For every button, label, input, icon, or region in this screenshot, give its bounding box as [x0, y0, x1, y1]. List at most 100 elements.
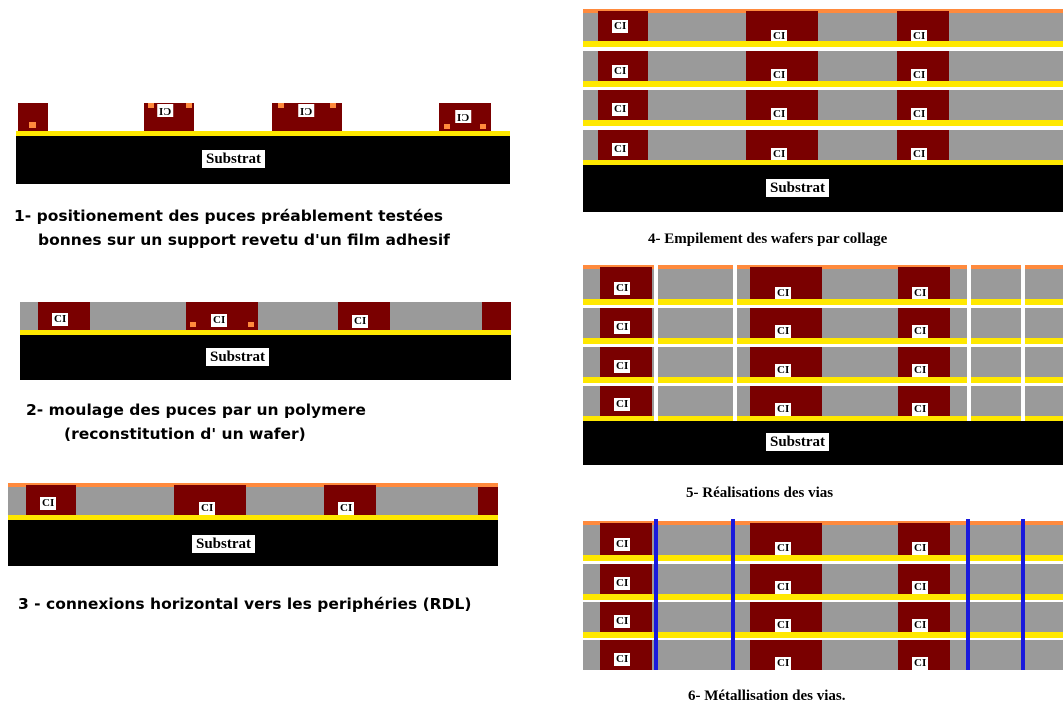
chip-label: CI [298, 104, 315, 117]
chip-label: CI [52, 313, 69, 326]
chip-label: CI [614, 577, 631, 590]
adhesive-film [583, 81, 1063, 87]
pad [190, 322, 196, 327]
polymer-layer [583, 525, 1063, 555]
adhesive-film [583, 594, 1063, 600]
polymer-layer [583, 640, 1063, 670]
polymer-layer [583, 90, 1063, 120]
chip-label: CI [775, 657, 792, 670]
chip-label: CI [775, 403, 792, 416]
polymer-layer [583, 308, 1063, 338]
pad [186, 103, 192, 108]
adhesive-film [583, 338, 1063, 344]
via-hole [654, 265, 658, 421]
pad [148, 103, 154, 108]
substrate-label: Substrat [202, 150, 266, 168]
step-3-caption: 3 - connexions horizontal vers les perip… [18, 595, 472, 613]
chip-label: CI [614, 538, 631, 551]
chip-label: CI [911, 148, 928, 161]
chip-label: CI [771, 148, 788, 161]
chip-label: CI [912, 542, 929, 555]
chip-label: CI [614, 360, 631, 373]
metal-via [654, 519, 658, 670]
chip-label: CI [771, 30, 788, 43]
adhesive-film [16, 131, 510, 136]
chip-label: CI [912, 581, 929, 594]
via-hole [733, 265, 737, 421]
chip-label: CI [775, 581, 792, 594]
chip-label: CI [912, 287, 929, 300]
chip-label: CI [612, 20, 629, 33]
chip-label: CI [211, 314, 228, 327]
polymer-layer [583, 130, 1063, 160]
chip-label: CI [911, 69, 928, 82]
step-5-caption: 5- Réalisations des vias [686, 485, 834, 501]
rdl-layer [583, 265, 1063, 269]
pad [278, 103, 284, 108]
chip-label: CI [912, 619, 929, 632]
adhesive-film [583, 416, 1063, 421]
adhesive-film [583, 41, 1063, 47]
adhesive-film [583, 555, 1063, 561]
substrate-label: Substrat [206, 348, 270, 366]
chip-label: CI [455, 110, 472, 123]
chip-label: CI [775, 619, 792, 632]
adhesive-film [20, 330, 511, 335]
chip-label: CI [912, 657, 929, 670]
chip-label: CI [775, 542, 792, 555]
chip-label: CI [771, 108, 788, 121]
pad [248, 322, 254, 327]
chip [482, 302, 511, 330]
chip-label: CI [199, 502, 216, 515]
chip-label: CI [911, 108, 928, 121]
chip-label: CI [614, 321, 631, 334]
chip-label: CI [338, 502, 355, 515]
chip-label: CI [775, 325, 792, 338]
chip-label: CI [612, 65, 629, 78]
chip-label: CI [40, 497, 57, 510]
polymer-layer [583, 602, 1063, 632]
rdl-layer [8, 483, 498, 487]
pad [330, 103, 336, 108]
step-1-caption: 1- positionement des puces préablement t… [14, 207, 450, 249]
chip-label: CI [614, 398, 631, 411]
substrate-label: Substrat [192, 535, 256, 553]
metal-via [731, 519, 735, 670]
via-hole [1021, 265, 1025, 421]
chip-label: CI [352, 315, 369, 328]
pad [29, 122, 36, 128]
chip-label: CI [912, 364, 929, 377]
chip-label: CI [614, 282, 631, 295]
pad [480, 124, 486, 129]
polymer-layer [583, 269, 1063, 299]
chip-label: CI [157, 104, 174, 117]
polymer-layer [583, 564, 1063, 594]
step-2-caption: 2- moulage des puces par un polymere (re… [26, 401, 366, 443]
chip-label: CI [771, 69, 788, 82]
adhesive-film [583, 160, 1063, 165]
step-4-caption: 4- Empilement des wafers par collage [648, 231, 888, 247]
rdl-layer [583, 9, 1063, 13]
chip-label: CI [775, 287, 792, 300]
chip-label: CI [612, 103, 629, 116]
polymer-layer [583, 13, 1063, 41]
substrate-label: Substrat [766, 179, 830, 197]
polymer-layer [583, 51, 1063, 81]
adhesive-film [8, 515, 498, 520]
adhesive-film [583, 120, 1063, 126]
substrate-label: Substrat [766, 433, 830, 451]
chip-label: CI [775, 364, 792, 377]
adhesive-film [583, 299, 1063, 305]
polymer-layer [20, 302, 511, 330]
metal-via [966, 519, 970, 670]
polymer-layer [583, 347, 1063, 377]
chip-label: CI [912, 325, 929, 338]
chip-label: CI [612, 143, 629, 156]
polymer-layer [583, 386, 1063, 416]
chip [478, 487, 498, 515]
rdl-layer [583, 521, 1063, 525]
pad [444, 124, 450, 129]
polymer-layer [8, 487, 498, 515]
chip-label: CI [614, 653, 631, 666]
chip-label: CI [614, 615, 631, 628]
